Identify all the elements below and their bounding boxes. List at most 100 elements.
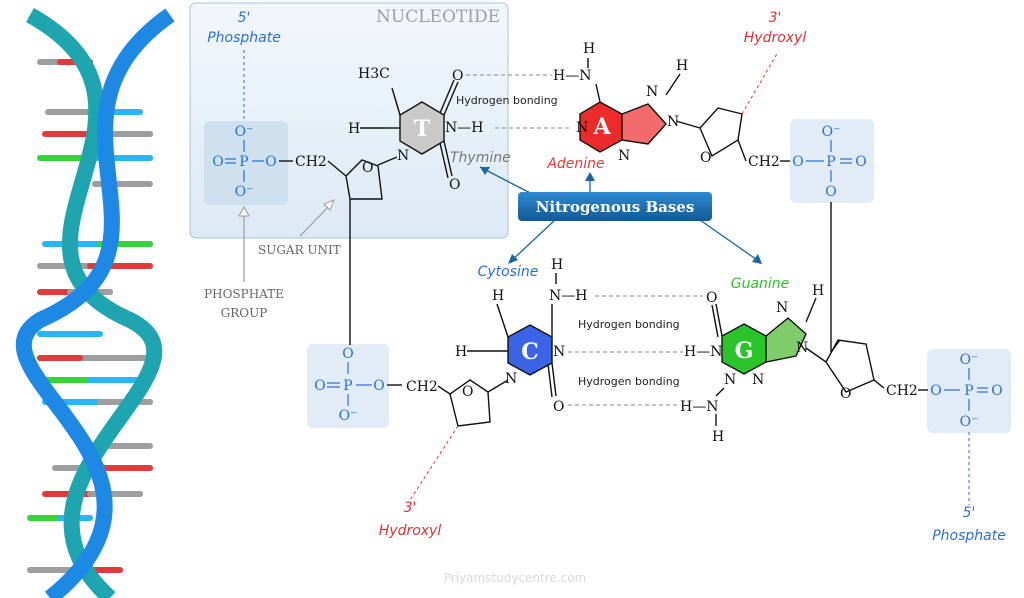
svg-text:O: O: [462, 384, 473, 400]
svg-text:O: O: [373, 378, 384, 394]
phosphate-group-top-left: 5' Phosphate O⁻ O P O O⁻ CH2: [207, 10, 327, 200]
sugar-unit-callout: SUGAR UNIT: [258, 199, 341, 257]
phosphate-label-bottom: Phosphate: [932, 528, 1006, 544]
sugar-ring-bottom-left: O CH2 3' Hydroxyl: [379, 379, 491, 539]
svg-text:P: P: [343, 378, 352, 394]
three-prime-label-top: 3': [769, 10, 782, 26]
svg-text:O: O: [452, 68, 463, 84]
svg-text:O: O: [825, 184, 836, 200]
svg-text:H: H: [492, 288, 504, 304]
svg-text:N: N: [618, 148, 630, 164]
svg-text:CH2: CH2: [406, 379, 438, 395]
guanine-letter: G: [735, 338, 754, 364]
svg-text:N: N: [724, 372, 736, 388]
svg-text:CH2: CH2: [886, 383, 918, 399]
svg-text:N: N: [667, 114, 679, 130]
svg-text:O⁻: O⁻: [339, 408, 358, 424]
five-prime-label-top: 5': [238, 10, 251, 26]
hydrogen-bonding-label-3: Hydrogen bonding: [578, 375, 680, 388]
svg-text:O: O: [855, 154, 866, 170]
thymine-name: Thymine: [450, 150, 511, 166]
five-prime-label-bottom: 5': [963, 505, 976, 521]
svg-text:H: H: [812, 283, 824, 299]
svg-text:H—N: H—N: [680, 399, 718, 415]
svg-text:O: O: [265, 154, 276, 170]
svg-text:O: O: [792, 154, 803, 170]
svg-text:N: N: [796, 340, 808, 356]
svg-text:H: H: [583, 41, 595, 57]
svg-text:H: H: [551, 257, 563, 273]
svg-text:N: N: [576, 120, 588, 136]
hydroxyl-label-bottom: Hydroxyl: [379, 523, 442, 539]
svg-text:O: O: [991, 383, 1002, 399]
svg-text:N: N: [752, 372, 764, 388]
dna-helix-illustration: [16, 8, 175, 598]
sugar-ring-top-right: O CH2 3' Hydroxyl: [699, 10, 807, 170]
svg-text:O: O: [840, 386, 851, 402]
svg-text:H—N: H—N: [553, 68, 591, 84]
sugar-unit-label: SUGAR UNIT: [258, 243, 341, 257]
sugar-ring-bottom-right: O CH2: [825, 339, 918, 402]
helix-strand-teal: [26, 8, 163, 598]
svg-text:O: O: [700, 150, 711, 166]
svg-text:H: H: [455, 344, 467, 360]
svg-text:N: N: [397, 148, 409, 164]
svg-text:O: O: [706, 290, 717, 306]
helix-strand-blue: [16, 8, 175, 598]
svg-text:H—N: H—N: [684, 344, 722, 360]
svg-text:H: H: [712, 429, 724, 445]
guanine-name: Guanine: [731, 276, 790, 292]
svg-text:N: N: [505, 371, 517, 387]
cytosine-base: C Cytosine H N—H H H N N O: [455, 257, 587, 415]
svg-text:O: O: [553, 399, 564, 415]
svg-text:O⁻: O⁻: [960, 352, 979, 368]
thymine-base: T H3C O H N—H N O Thymine: [348, 66, 511, 193]
guanine-base: G Guanine O H—N N N N H N H—N H: [680, 276, 827, 445]
svg-text:P: P: [964, 383, 973, 399]
phosphate-group-bottom-right: O P O O⁻ O⁻ 5' Phosphate: [918, 352, 1006, 544]
svg-text:O: O: [362, 160, 373, 176]
svg-text:CH2: CH2: [748, 154, 780, 170]
svg-text:O⁻: O⁻: [822, 124, 841, 140]
adenine-letter: A: [592, 114, 611, 140]
adenine-base: A H—N H N N H N N Adenine: [546, 41, 701, 172]
svg-text:CH2: CH2: [295, 154, 327, 170]
svg-text:N—H: N—H: [445, 120, 483, 136]
watermark: Priyamstudycentre.com: [444, 571, 587, 585]
nitrogenous-bases-label: Nitrogenous Bases: [536, 198, 695, 216]
phosphate-group-label-2: GROUP: [221, 306, 268, 320]
adenine-name: Adenine: [546, 156, 604, 172]
svg-text:O: O: [342, 346, 353, 362]
sugar-ring-top-left: O: [327, 159, 383, 345]
svg-text:O: O: [930, 383, 941, 399]
svg-text:N: N: [553, 344, 565, 360]
phosphate-label-top: Phosphate: [207, 30, 281, 46]
phosphate-box-top-left: [204, 121, 288, 205]
phosphate-group-callout: PHOSPHATE GROUP: [204, 205, 284, 320]
cytosine-name: Cytosine: [478, 264, 539, 280]
hydroxyl-label-top: Hydroxyl: [744, 30, 807, 46]
svg-text:O: O: [314, 378, 325, 394]
svg-text:H: H: [348, 121, 360, 137]
svg-text:H3C: H3C: [358, 66, 390, 82]
nitrogenous-bases-callout: Nitrogenous Bases: [479, 166, 762, 264]
thymine-letter: T: [414, 116, 431, 142]
svg-text:O⁻: O⁻: [235, 124, 254, 140]
svg-text:N: N: [646, 84, 658, 100]
hydrogen-bonding-label-1: Hydrogen bonding: [456, 94, 558, 107]
svg-text:P: P: [826, 154, 835, 170]
phosphate-group-bottom-left: O O P O O⁻: [314, 346, 402, 424]
three-prime-label-bottom: 3': [404, 500, 417, 516]
hydrogen-bonding-label-2: Hydrogen bonding: [578, 318, 680, 331]
phosphate-box-bottom-right: [927, 349, 1011, 433]
svg-text:P: P: [239, 154, 248, 170]
svg-text:N: N: [776, 300, 788, 316]
phosphate-box-bottom-left: [307, 344, 389, 428]
svg-text:O⁻: O⁻: [235, 184, 254, 200]
phosphate-box-top-right: [790, 119, 874, 203]
phosphate-group-top-right: O P O O⁻ O: [780, 124, 867, 352]
cytosine-letter: C: [521, 339, 539, 365]
svg-text:H: H: [676, 58, 688, 74]
svg-text:O: O: [212, 154, 223, 170]
